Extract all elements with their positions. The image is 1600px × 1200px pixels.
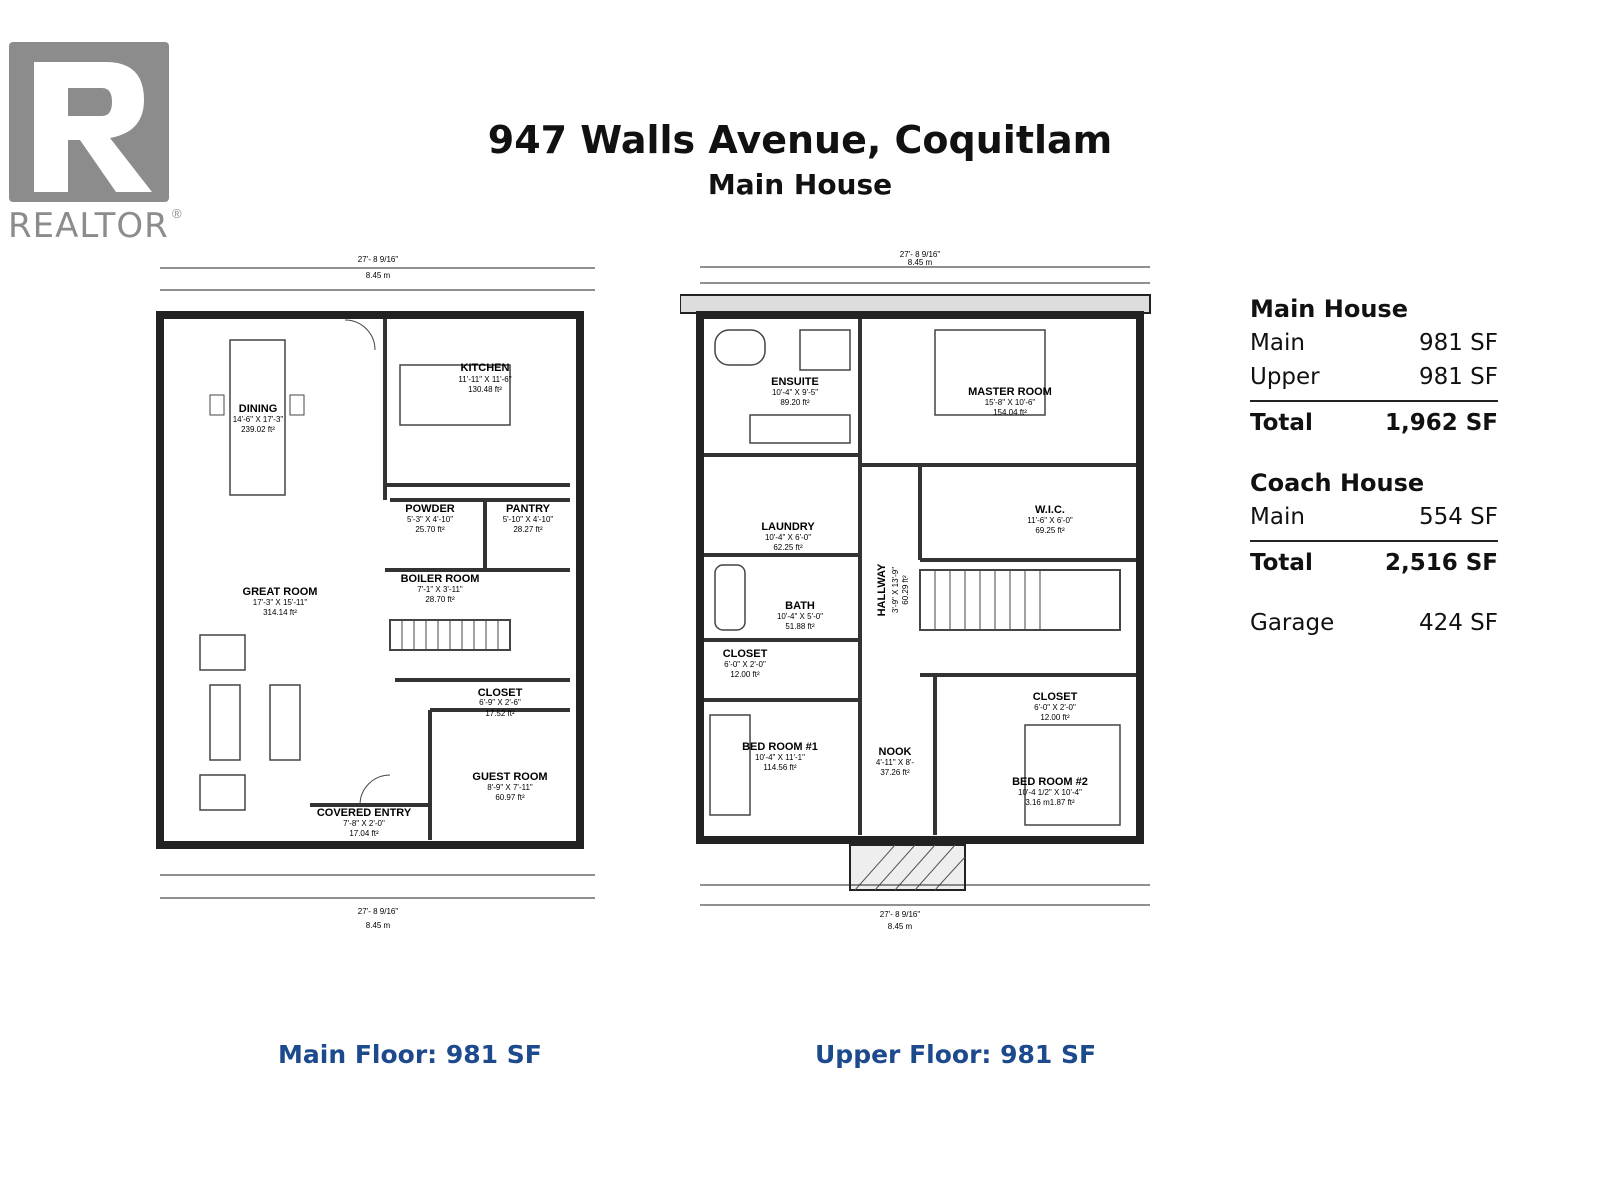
summary-main-row: Main 981 SF (1250, 326, 1498, 360)
room-ensuite-area: 89.20 ft² (780, 398, 810, 407)
room-closet2-area: 12.00 ft² (1040, 713, 1070, 722)
summary-upper-row: Upper 981 SF (1250, 360, 1498, 394)
room-closet1-dims: 6'-0" X 2'-0" (724, 660, 766, 669)
summary-upper-value: 981 SF (1418, 364, 1498, 390)
room-master-area: 154.04 ft² (993, 408, 1027, 417)
room-kitchen-name: KITCHEN (461, 362, 510, 374)
room-nook-dims: 4'-11" X 8'- (876, 758, 915, 767)
room-entry-area: 17.04 ft² (349, 829, 379, 838)
room-pantry-dims: 5'-10" X 4'-10" (503, 515, 554, 524)
room-boiler-dims: 7'-1" X 3'-11" (417, 585, 463, 594)
realtor-logo-text: REALTOR (8, 206, 169, 246)
room-closet-name: CLOSET (478, 687, 523, 699)
summary-coach-total-row: Total 2,516 SF (1250, 540, 1498, 580)
room-nook-area: 37.26 ft² (880, 768, 910, 777)
upper-width-m-label: 8.45 m (908, 258, 933, 267)
summary-total-label: Total (1250, 410, 1313, 436)
room-entry-dims: 7'-8" X 2'-0" (343, 819, 385, 828)
main-floor-plan: 27'- 8 9/16" 8.45 m 27'- 8 9/16" 8.45 m (156, 255, 595, 930)
room-guest-dims: 8'-9" X 7'-11" (487, 783, 533, 792)
upper-floor-caption: Upper Floor: 981 SF (815, 1040, 1097, 1069)
room-powder-name: POWDER (405, 503, 455, 515)
room-bath-name: BATH (785, 600, 815, 612)
room-bed2-name: BED ROOM #2 (1012, 776, 1088, 788)
area-summary: Main House Main 981 SF Upper 981 SF Tota… (1250, 292, 1498, 640)
room-bath-area: 51.88 ft² (785, 622, 815, 631)
summary-upper-label: Upper (1250, 364, 1320, 390)
summary-coach-total-value: 2,516 SF (1384, 550, 1498, 576)
summary-coach-main-label: Main (1250, 504, 1305, 530)
room-master-dims: 15'-8" X 10'-6" (985, 398, 1036, 407)
room-bed2-area: 3.16 m1.87 ft² (1025, 798, 1075, 807)
summary-coach-total-label: Total (1250, 550, 1313, 576)
summary-coach-main-row: Main 554 SF (1250, 500, 1498, 534)
room-guest-name: GUEST ROOM (472, 771, 547, 783)
summary-total-value: 1,962 SF (1384, 410, 1498, 436)
room-ensuite-dims: 10'-4" X 9'-5" (772, 388, 818, 397)
main-floor-caption: Main Floor: 981 SF (278, 1040, 542, 1069)
room-dining-name: DINING (239, 403, 278, 415)
coach-house-heading: Coach House (1250, 469, 1425, 497)
room-bath-dims: 10'-4" X 5'-0" (777, 612, 823, 621)
room-entry-name: COVERED ENTRY (317, 807, 412, 819)
room-laundry-dims: 10'-4" X 6'-0" (765, 533, 811, 542)
room-powder-dims: 5'-3" X 4'-10" (407, 515, 453, 524)
room-hallway-dims: 3'-9" X 13'-9" (891, 567, 900, 613)
room-closet2-name: CLOSET (1033, 691, 1078, 703)
room-wic-area: 69.25 ft² (1035, 526, 1065, 535)
summary-garage-value: 424 SF (1418, 610, 1498, 636)
room-bed1-dims: 10'-4" X 11'-1" (755, 753, 805, 762)
summary-coach-main-value: 554 SF (1418, 504, 1498, 530)
room-wic-name: W.I.C. (1035, 504, 1065, 516)
room-pantry-name: PANTRY (506, 503, 551, 515)
room-closet1-area: 12.00 ft² (730, 670, 760, 679)
room-bed1-area: 114.56 ft² (763, 763, 797, 772)
upper-bottom-width-m-label: 8.45 m (888, 922, 913, 931)
main-width-label: 27'- 8 9/16" (358, 255, 399, 264)
room-great-area: 314.14 ft² (263, 608, 297, 617)
upper-floor-plan: 27'- 8 9/16" 8.45 m 27'- 8 9/ (680, 250, 1151, 931)
room-laundry-area: 62.25 ft² (773, 543, 803, 552)
room-closet2-dims: 6'-0" X 2'-0" (1034, 703, 1076, 712)
room-nook-name: NOOK (879, 746, 912, 758)
main-house-heading: Main House (1250, 295, 1408, 323)
summary-garage-row: Garage 424 SF (1250, 606, 1498, 640)
room-bed2-dims: 10'-4 1/2" X 10'-4" (1018, 788, 1082, 797)
room-ensuite-name: ENSUITE (771, 376, 819, 388)
room-kitchen-area: 130.48 ft² (468, 385, 502, 394)
room-pantry-area: 28.27 ft² (513, 525, 543, 534)
page-title: 947 Walls Avenue, Coquitlam (487, 118, 1113, 162)
room-closet-dims: 6'-9" X 2'-6" (479, 698, 521, 707)
main-bottom-width-m-label: 8.45 m (366, 921, 391, 930)
page-subtitle: Main House (707, 168, 893, 201)
summary-main-label: Main (1250, 330, 1305, 356)
room-dining-area: 239.02 ft² (241, 425, 275, 434)
room-guest-area: 60.97 ft² (495, 793, 525, 802)
room-wic-dims: 11'-6" X 6'-0" (1027, 516, 1073, 525)
room-master-name: MASTER ROOM (968, 386, 1052, 398)
room-boiler-area: 28.70 ft² (425, 595, 455, 604)
room-kitchen-dims: 11'-11" X 11'-6" (458, 375, 511, 384)
room-powder-area: 25.70 ft² (415, 525, 445, 534)
summary-garage-label: Garage (1250, 610, 1335, 636)
room-dining-dims: 14'-6" X 17'-3" (233, 415, 284, 424)
main-width-m-label: 8.45 m (366, 271, 391, 280)
room-hallway-name: HALLWAY (876, 563, 888, 616)
upper-bottom-width-label: 27'- 8 9/16" (880, 910, 921, 919)
room-great-dims: 17'-3" X 15'-11" (253, 598, 308, 607)
room-closet1-name: CLOSET (723, 648, 768, 660)
room-laundry-name: LAUNDRY (761, 521, 815, 533)
summary-total-row: Total 1,962 SF (1250, 400, 1498, 440)
main-bottom-width-label: 27'- 8 9/16" (358, 907, 399, 916)
summary-main-value: 981 SF (1418, 330, 1498, 356)
room-bed1-name: BED ROOM #1 (742, 741, 818, 753)
room-great-name: GREAT ROOM (243, 586, 318, 598)
room-hallway-area: 60.29 ft² (901, 575, 910, 605)
room-boiler-name: BOILER ROOM (401, 573, 480, 585)
upper-width-label: 27'- 8 9/16" (900, 250, 941, 259)
registered-mark-icon: ® (172, 206, 182, 221)
room-closet-area: 17.52 ft² (485, 709, 515, 718)
realtor-logo: REALTOR ® (6, 40, 182, 250)
